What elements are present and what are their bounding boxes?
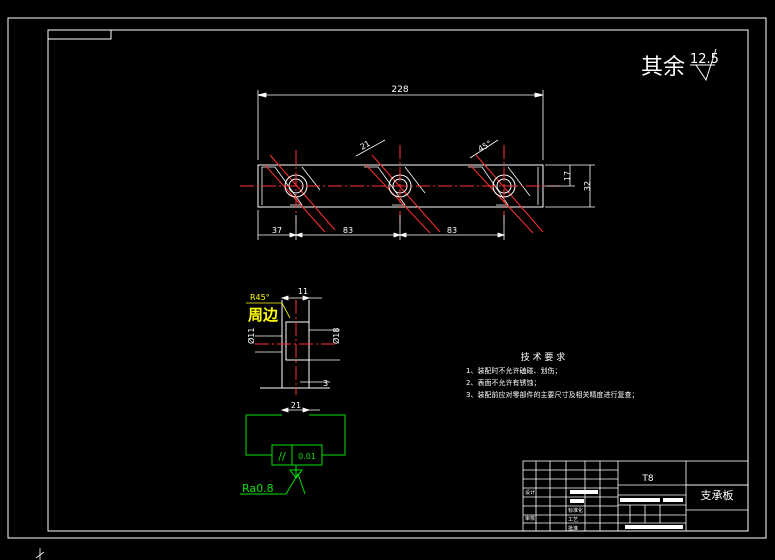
roughness-note: 其余 12.5 <box>641 48 719 82</box>
tolerance-value: 0.01 <box>298 452 316 461</box>
tb-label-review: 审核 <box>525 515 535 522</box>
tb-label-std: 标准化 <box>568 507 583 514</box>
tech-item-3: 3、装配前应对零部件的主要尺寸及相关精度进行复查； <box>466 390 638 399</box>
tolerance-frame <box>245 414 346 479</box>
part-name: 支承板 <box>701 488 734 502</box>
top-view: 228 37 83 83 32 17 <box>240 85 595 240</box>
drawing-frame <box>7 17 767 539</box>
centerlines <box>240 145 560 222</box>
dim-overall-length: 228 <box>391 85 408 95</box>
tech-item-2: 2、表面不允许有锈蚀； <box>466 378 540 387</box>
tb-label-process: 工艺 <box>568 517 578 523</box>
tech-title: 技 术 要 求 <box>521 351 566 363</box>
dim-top-width: 11 <box>298 287 308 296</box>
ucs-icon <box>35 548 45 560</box>
dim-left: Ø11 <box>246 328 256 344</box>
roughness-prefix: 其余 <box>641 55 685 80</box>
dim-pitch-2: 83 <box>447 226 457 235</box>
roughness-symbol-icon <box>695 48 717 82</box>
title-block-fills <box>570 490 683 529</box>
material-label: T8 <box>641 474 653 484</box>
tb-label-approve: 批准 <box>568 525 578 532</box>
chamfer-label: R45° <box>250 293 270 302</box>
tech-item-1: 1、装配时不允许磕碰、划伤； <box>466 366 561 375</box>
dim-bottom-small: 3 <box>323 379 328 388</box>
dim-height: 32 <box>583 181 592 191</box>
dim-left-offset: 37 <box>272 226 282 235</box>
title-block <box>522 460 749 532</box>
dim-right: Ø18 <box>331 328 341 344</box>
tech-requirements: 技 术 要 求 1、装配时不允许磕碰、划伤； 2、表面不允许有锈蚀； 3、装配前… <box>466 351 638 399</box>
dim-chamfer-1: 21 <box>359 139 372 152</box>
tolerance-symbol-icon: // <box>278 450 286 463</box>
tb-label-design: 设计 <box>525 489 535 496</box>
hatch-lines <box>264 154 544 234</box>
section-view: 11 Ø11 Ø18 3 21 R45° 周边 <box>240 287 346 495</box>
roughness-ra: Ra0.8 <box>242 482 274 495</box>
dim-bottom-width: 21 <box>291 401 301 410</box>
dim-pitch-1: 83 <box>343 226 353 235</box>
dim-inner-height: 17 <box>563 171 572 181</box>
edge-note: 周边 <box>248 306 279 324</box>
